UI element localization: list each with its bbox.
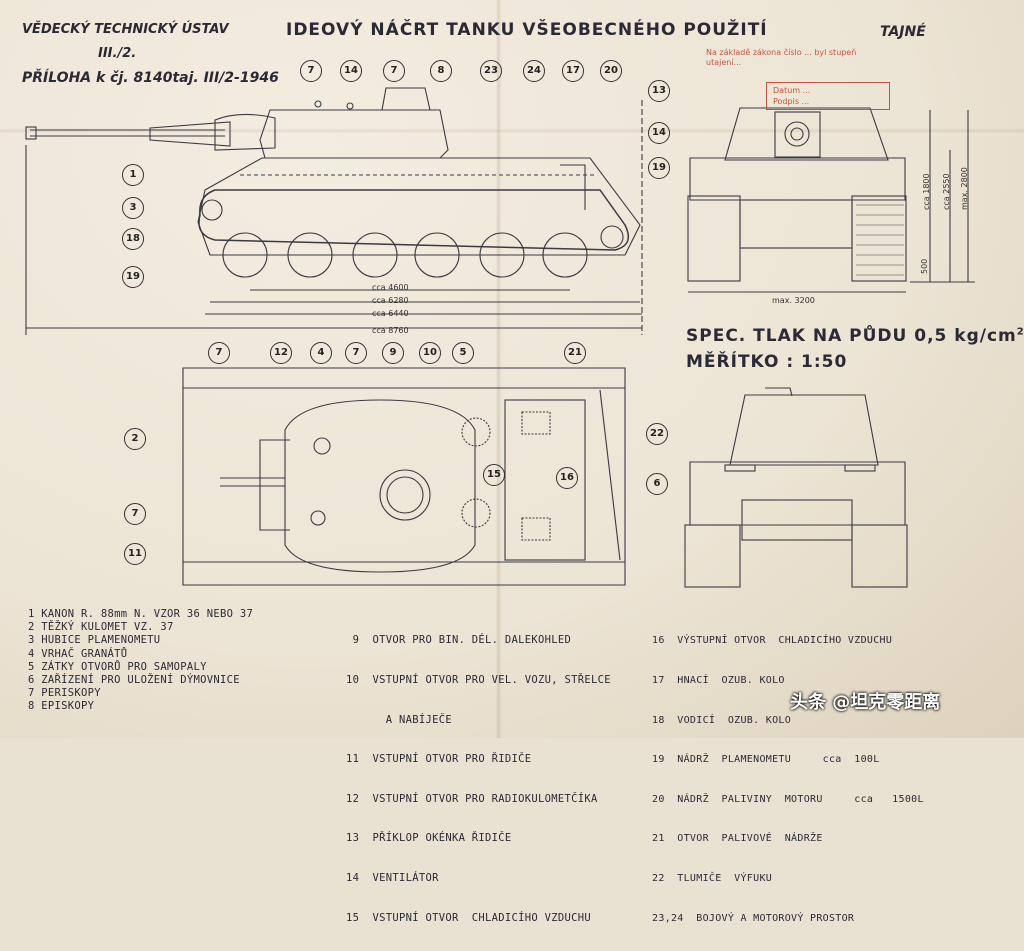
attachment-ref: PŘÍLOHA k čj. 8140taj. III/2-1946 [22, 70, 279, 86]
dim-width: max. 3200 [772, 296, 815, 305]
callout-10: 10 [419, 342, 441, 364]
side-view-drawing [25, 87, 643, 335]
scale-label: MĚŘÍTKO : 1:50 [686, 352, 848, 372]
ground-pressure-unit-exp: 2 [1016, 326, 1024, 338]
callout-24: 24 [523, 60, 545, 82]
department: III./2. [98, 46, 137, 61]
legend-item-13: 13 PŘÍKLOP OKÉNKA ŘIDIČE [346, 832, 512, 845]
dim-h3: max. 2800 [960, 167, 969, 210]
dim-8760: cca 8760 [372, 326, 409, 335]
callout-7: 7 [300, 60, 322, 82]
legend-item-10b: A NABÍJEČE [346, 713, 452, 726]
dim-h4: 500 [920, 258, 929, 274]
legend-col-1: 1 KANON R. 88mm N. VZOR 36 NEBO 37 2 TĚŽ… [28, 608, 253, 714]
callout-2: 2 [124, 428, 146, 450]
callout-1: 1 [122, 164, 144, 186]
page-title: IDEOVÝ NÁČRT TANKU VŠEOBECNÉHO POUŽITÍ [286, 20, 768, 40]
legend-item-6: 6 ZAŘÍZENÍ PRO ULOŽENÍ DÝMOVNICE [28, 674, 240, 687]
front-view-drawing [687, 107, 975, 293]
legend-item-12: 12 VSTUPNÍ OTVOR PRO RADIOKULOMETČÍKA [346, 792, 598, 805]
ground-pressure-text: SPEC. TLAK NA PŮDU 0,5 kg/cm [686, 326, 1017, 346]
callout-6: 6 [646, 473, 668, 495]
callout-5: 5 [452, 342, 474, 364]
callout-17: 17 [562, 60, 584, 82]
top-view-drawing [182, 367, 626, 586]
legend-item-21: 21 OTVOR PALIVOVÉ NÁDRŽE [652, 833, 823, 845]
institute-name: VĚDECKÝ TECHNICKÝ ÚSTAV [22, 22, 229, 37]
callout-22: 22 [646, 423, 668, 445]
callout-23: 23 [480, 60, 502, 82]
legend-item-15: 15 VSTUPNÍ OTVOR CHLADICÍHO VZDUCHU [346, 911, 591, 924]
legend-item-9: 9 OTVOR PRO BIN. DÉL. DALEKOHLED [346, 634, 572, 647]
callout-14: 14 [340, 60, 362, 82]
blueprint-sheet: VĚDECKÝ TECHNICKÝ ÚSTAV III./2. PŘÍLOHA … [0, 0, 1024, 924]
legend-item-10: 10 VSTUPNÍ OTVOR PRO VEL. VOZU, STŘELCE [346, 674, 611, 687]
callout-15: 15 [483, 464, 505, 486]
legend-item-17: 17 HNACÍ OZUB. KOLO [652, 675, 785, 687]
ground-pressure: SPEC. TLAK NA PŮDU 0,5 kg/cm2 [686, 326, 1024, 346]
legend-col-3: 16 VÝSTUPNÍ OTVOR CHLADICÍHO VZDUCHU 17 … [652, 608, 924, 951]
legend-item-7: 7 PERISKOPY [28, 687, 101, 700]
legend-col-2: 9 OTVOR PRO BIN. DÉL. DALEKOHLED 10 VSTU… [346, 608, 611, 951]
callout-13: 13 [648, 80, 670, 102]
declassification-stamp: Na základě zákona číslo ... byl stupeň u… [706, 48, 886, 68]
callout-7: 7 [383, 60, 405, 82]
stamp-box: Datum ... Podpis ... [766, 82, 890, 110]
legend-item-18: 18 VODICÍ OZUB. KOLO [652, 714, 792, 726]
stamp-line-3: Podpis ... [773, 97, 810, 106]
legend-item-4: 4 VRHAČ GRANÁTŮ [28, 647, 128, 660]
legend-item-11: 11 VSTUPNÍ OTVOR PRO ŘIDIČE [346, 753, 532, 766]
callout-20: 20 [600, 60, 622, 82]
stamp-line-1: Na základě zákona číslo ... byl stupeň u… [706, 48, 857, 67]
callout-4: 4 [310, 342, 332, 364]
callout-11: 11 [124, 543, 146, 565]
callout-7: 7 [208, 342, 230, 364]
callout-9: 9 [382, 342, 404, 364]
callout-7: 7 [345, 342, 367, 364]
legend-item-16: 16 VÝSTUPNÍ OTVOR CHLADICÍHO VZDUCHU [652, 635, 893, 647]
rear-view-drawing [684, 387, 908, 588]
callout-19: 19 [648, 157, 670, 179]
legend-item-14: 14 VENTILÁTOR [346, 872, 439, 885]
dim-h2: cca 2550 [942, 173, 951, 210]
callout-18: 18 [122, 228, 144, 250]
dim-4600: cca 4600 [372, 283, 409, 292]
legend-item-3: 3 HUBICE PLAMENOMETU [28, 634, 161, 647]
callout-7: 7 [124, 503, 146, 525]
legend-item-20: 20 NÁDRŽ PALIVINY MOTORU cca 1500L [652, 793, 924, 805]
callout-8: 8 [430, 60, 452, 82]
legend-item-5: 5 ZÁTKY OTVORŮ PRO SAMOPALY [28, 660, 207, 673]
callout-12: 12 [270, 342, 292, 364]
classification-label: TAJNÉ [880, 24, 926, 40]
callout-16: 16 [556, 467, 578, 489]
callout-19: 19 [122, 266, 144, 288]
callout-21: 21 [564, 342, 586, 364]
blueprint-drawings [25, 87, 975, 588]
legend-item-22: 22 TLUMIČE VÝFUKU [652, 873, 773, 885]
legend-item-2: 2 TĚŽKÝ KULOMET VZ. 37 [28, 621, 174, 634]
legend-item-19: 19 NÁDRŽ PLAMENOMETU cca 100L [652, 754, 880, 766]
legend-item-23-24: 23,24 BOJOVÝ A MOTOROVÝ PROSTOR [652, 912, 855, 924]
dim-6280: cca 6280 [372, 296, 409, 305]
watermark: 头条 @坦克零距离 [790, 692, 941, 713]
callout-3: 3 [122, 197, 144, 219]
legend-item-8: 8 EPISKOPY [28, 700, 95, 713]
dim-h1: cca 1800 [922, 173, 931, 210]
legend-item-1: 1 KANON R. 88mm N. VZOR 36 NEBO 37 [28, 608, 254, 620]
callout-14: 14 [648, 122, 670, 144]
stamp-line-2: Datum ... [773, 86, 811, 95]
dim-6440: cca 6440 [372, 309, 409, 318]
